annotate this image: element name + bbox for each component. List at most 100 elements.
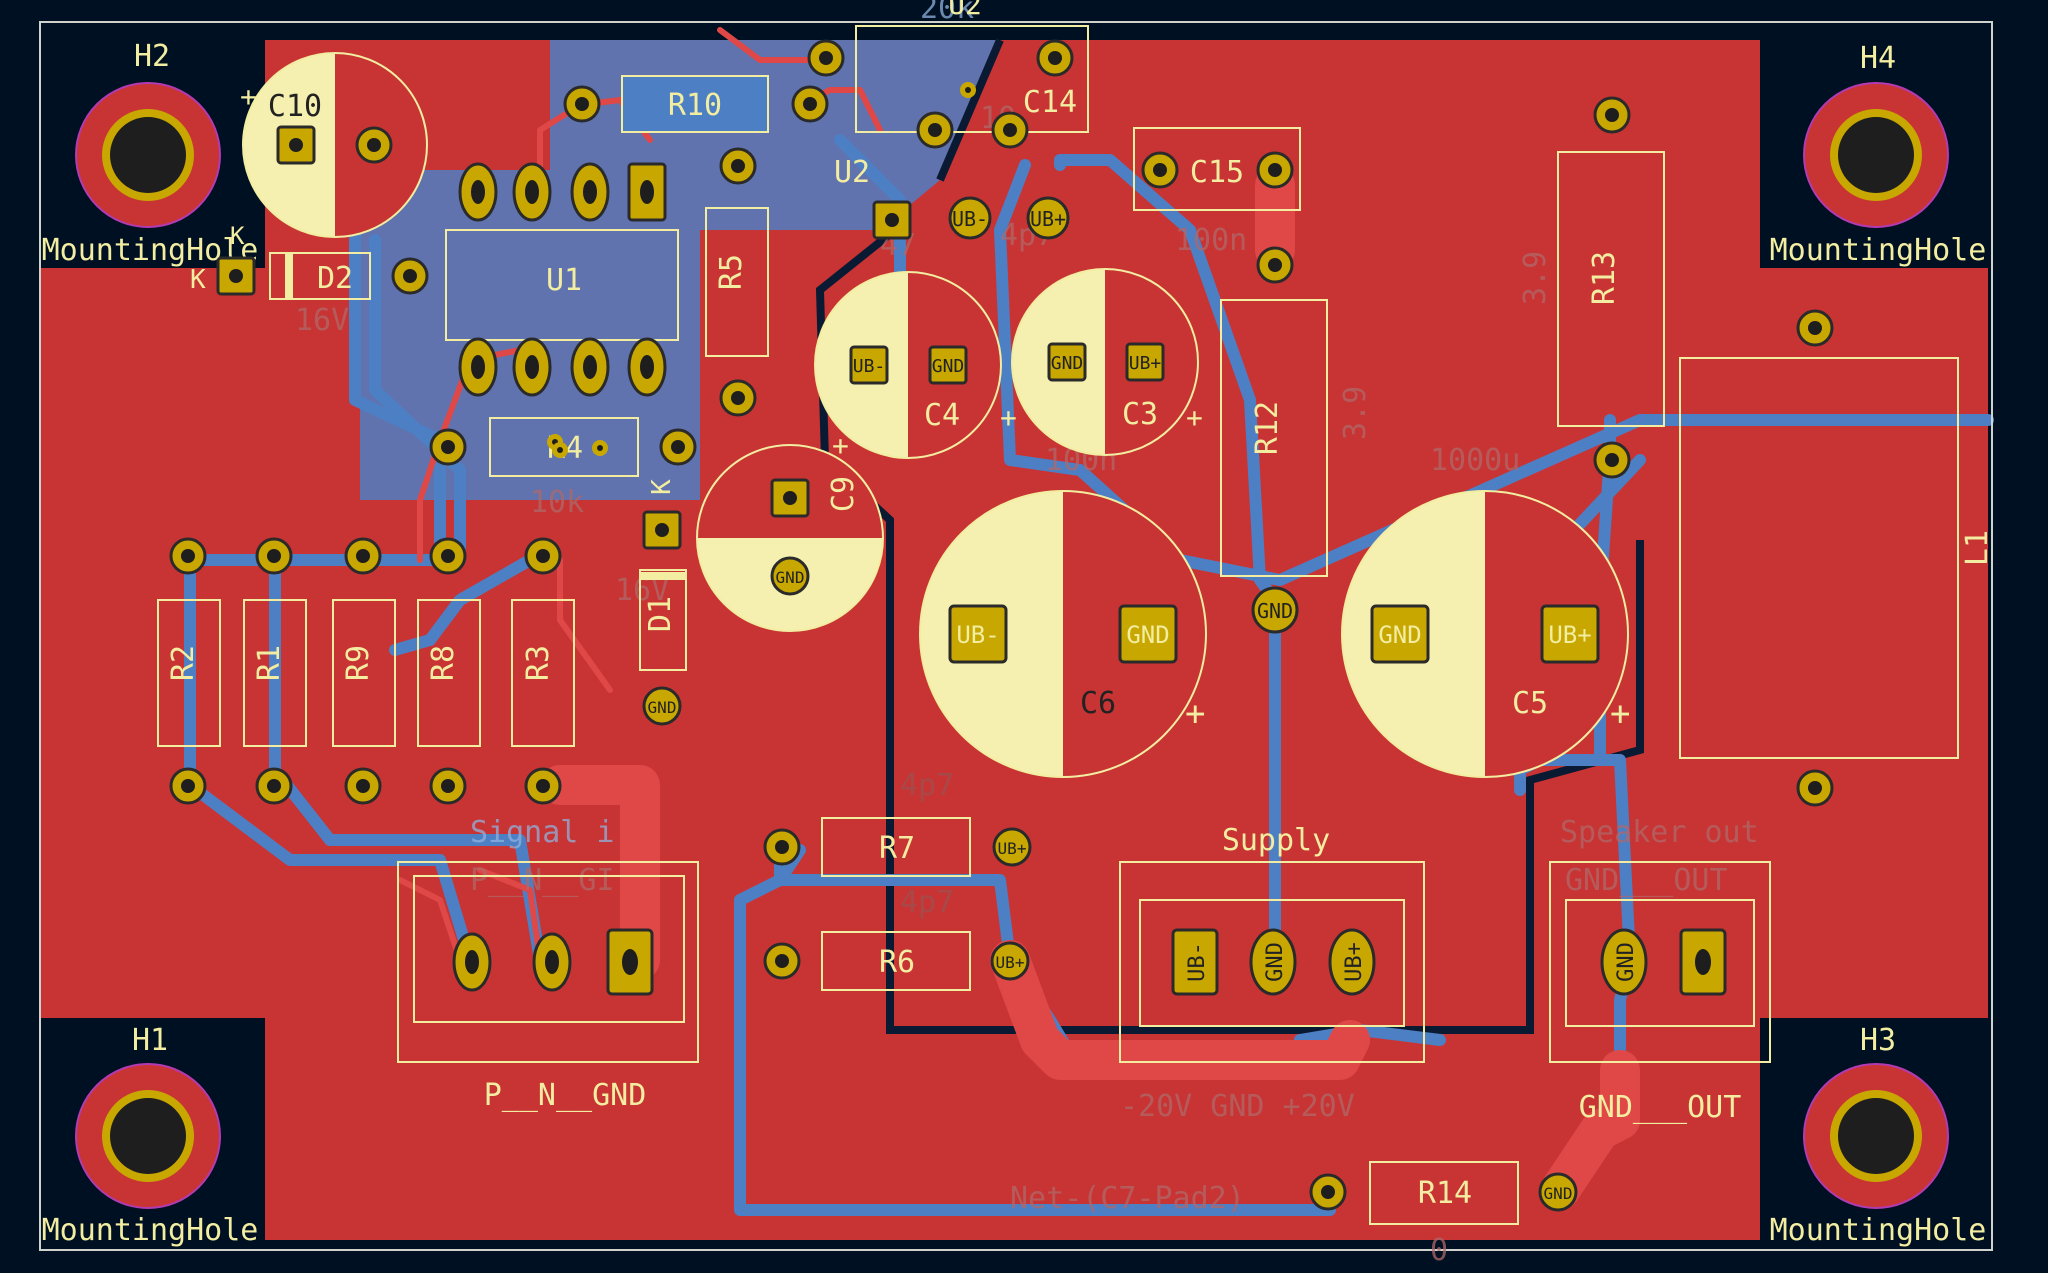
c5-polarity: + [1610,694,1630,734]
r7-pin-ubp: UB+ [998,839,1027,858]
connector-signal[interactable]: P__N__GND [397,861,699,1113]
u1-label: U1 [546,263,582,298]
capacitor-c4[interactable]: UB- GND C4 + [814,271,1017,459]
connector-speaker[interactable]: GND GND___OUT [1549,861,1771,1125]
c6-pin-gnd: GND [1126,621,1169,649]
c6-polarity: + [1185,694,1205,734]
resistor-r3[interactable]: R3 [511,537,575,805]
r6-pin-ubp: UB+ [996,953,1025,972]
r6-label: R6 [879,945,915,980]
capacitor-c3[interactable]: GND UB+ C3 + [1011,268,1203,456]
c10-label: C10 [268,89,322,124]
resistor-r12[interactable]: R12 GND [1220,299,1328,634]
c5-label: C5 [1512,686,1548,721]
u2-pin-ubp: UB+ [1030,207,1066,231]
signal-connector-label: P__N__GND [484,1078,647,1113]
c15-value: 100n [1175,223,1247,258]
speaker-pin-gnd: GND [1614,942,1639,982]
resistor-r10[interactable]: R10 [563,75,829,133]
signal-fab-label-2: P__N__GI [470,863,615,898]
mounting-hole-h2[interactable]: H2 MountingHole [42,39,259,268]
mounting-hole-h1[interactable]: H1 MountingHole [42,1023,259,1248]
capacitor-c5[interactable]: GND UB+ C5 + [1341,490,1630,778]
board-edge [39,21,1993,1251]
c6-pin-ubm: UB- [956,621,999,649]
mounting-hole-h3[interactable]: H3 MountingHole [1770,1023,1987,1248]
c9-polarity: + [832,429,849,462]
h1-label: H1 [132,1023,168,1058]
capacitor-c6[interactable]: UB- GND C6 + [919,490,1207,778]
r5-label: R5 [714,254,749,290]
inductor-l1[interactable]: L1 [1679,309,1995,807]
speaker-fab-label: Speaker out [1560,815,1759,850]
resistor-r2[interactable]: R2 [157,537,221,805]
r7-label: R7 [879,831,915,866]
c14-label: C14 [1023,85,1077,120]
r3-label: R3 [521,645,556,681]
mounting-hole-h4[interactable]: H4 MountingHole [1770,41,1987,268]
c3-pin-gnd: GND [1051,353,1084,374]
resistor-r1[interactable]: R1 [243,537,307,805]
d1-cathode-label: K [647,479,677,495]
net-label: Net-(C7-Pad2) [1010,1181,1245,1216]
capacitor-c10[interactable]: C10 + [240,52,428,238]
h1-value: MountingHole [42,1213,259,1248]
traces-front [540,165,1640,1210]
r9-label: R9 [341,645,376,681]
r13-value: 3.9 [1518,251,1553,305]
c3-label: C3 [1122,397,1158,432]
d2-cathode-label: K [190,265,206,295]
h3-value: MountingHole [1770,1213,1987,1248]
supply-connector-label: Supply [1222,823,1330,858]
resistor-r9[interactable]: R9 [332,537,396,805]
speaker-fab-label-2: GND___OUT [1565,863,1728,898]
r1-label: R1 [252,645,287,681]
l1-label: L1 [1960,530,1995,566]
diode-d1[interactable]: GND D1 K [639,479,687,726]
c10-polarity: + [240,80,257,113]
r12-label: R12 [1250,401,1285,455]
ic-u2[interactable]: U2 U2 UB- UB+ [807,0,1089,240]
resistor-r5[interactable]: R5 [705,147,769,417]
capacitor-c14[interactable]: C14 [1023,85,1077,120]
resistor-r7[interactable]: UB+ R7 [763,817,1032,877]
u2-pin-ubm: UB- [952,207,988,231]
c6-label: C6 [1080,686,1116,721]
resistor-r8[interactable]: R8 [417,537,481,805]
c3-pin-ubp: UB+ [1129,353,1162,374]
ic-u1[interactable]: U1 [445,162,679,397]
c4-pin-gnd: GND [932,356,965,377]
c5-value: 1000u [1430,443,1520,478]
c9-pin-gnd: GND [776,568,805,587]
h3-label: H3 [1860,1023,1896,1058]
c4-label: C4 [924,398,960,433]
r12-pin-gnd: GND [1257,599,1293,623]
resistor-r6[interactable]: UB+ R6 [763,931,1030,991]
r7-value: 4p7 [900,768,954,803]
signal-fab-label: Signal i [470,815,615,850]
c15-label: C15 [1190,155,1244,190]
capacitor-c9[interactable]: GND C9 + [696,429,884,632]
resistor-r14[interactable]: GND R14 [1309,1161,1578,1225]
h4-label: H4 [1860,41,1896,76]
u2-top-label: U2 [948,0,982,21]
supply-pin-ubm: UB- [1185,942,1210,982]
supply-pin-gnd: GND [1263,942,1288,982]
c4-polarity: + [1000,401,1017,434]
diode-d2[interactable]: D2 K K [190,222,429,300]
d2-cathode-label-2: K [230,222,245,250]
connector-supply[interactable]: UB- GND UB+ Supply [1119,823,1425,1063]
speaker-connector-label: GND___OUT [1579,1090,1742,1125]
r8-label: R8 [426,645,461,681]
c5-pin-gnd: GND [1378,621,1421,649]
c9-label: C9 [826,476,861,512]
r2-label: R2 [166,645,201,681]
resistor-r13[interactable]: R13 [1557,96,1665,479]
h2-label: H2 [134,39,170,74]
supply-pin-ubp: UB+ [1342,942,1367,982]
r10-value: 20k [920,0,974,26]
c3-polarity: + [1186,401,1203,434]
capacitor-c15[interactable]: C15 [1133,127,1301,284]
r13-label: R13 [1587,251,1622,305]
